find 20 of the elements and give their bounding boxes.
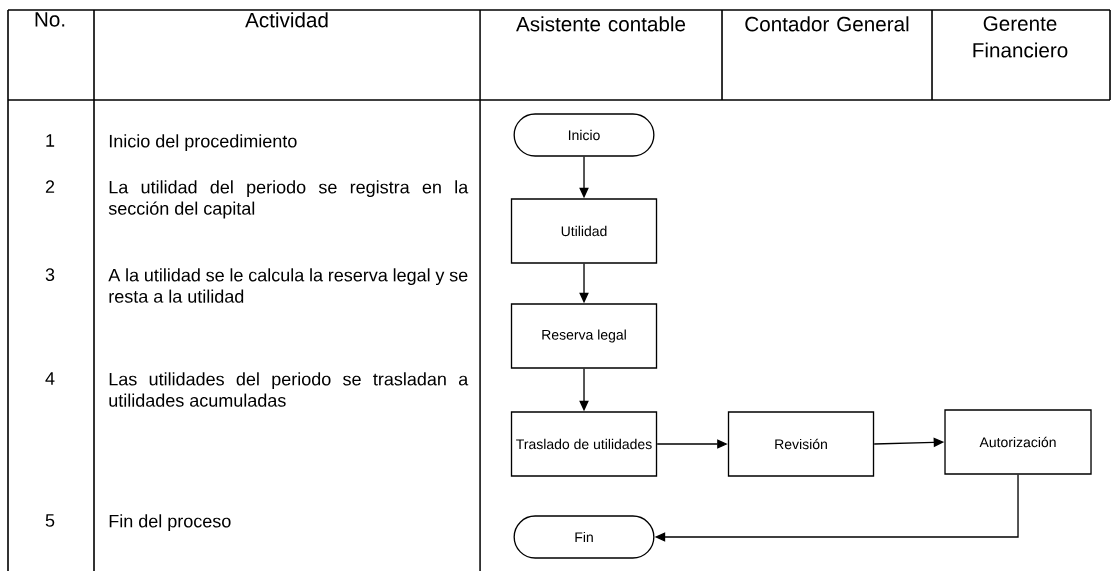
row-number: 1 (46, 134, 55, 147)
process-box: Reserva legal (510, 303, 658, 369)
process-box: Traslado de utilidades (510, 411, 658, 477)
process-box: Utilidad (510, 198, 658, 264)
row-number: 5 (45, 514, 55, 527)
row-number: 3 (45, 268, 55, 281)
activity-text: La utilidad del periodo se registra en la sección del capital (108, 180, 469, 219)
column-header: Actividad (245, 12, 328, 28)
activity-text: Las utilidades del periodo se trasladan a utilidades acumuladas (109, 372, 469, 407)
column-header: No. (35, 12, 65, 27)
row-number: 2 (45, 180, 55, 193)
process-box: Autorización (944, 409, 1092, 475)
activity-text: A la utilidad se le calcula la reserva legal y se resta a la utilidad (108, 268, 468, 303)
process-box: Revisión (727, 411, 875, 477)
column-header: Contador General (745, 16, 909, 32)
column-header: Asistente contable (516, 16, 686, 32)
column-header: Gerente Financiero (973, 16, 1068, 58)
activity-text: Fin del proceso (109, 514, 231, 532)
row-number: 4 (45, 372, 55, 385)
activity-text: Inicio del procedimiento (109, 134, 297, 152)
